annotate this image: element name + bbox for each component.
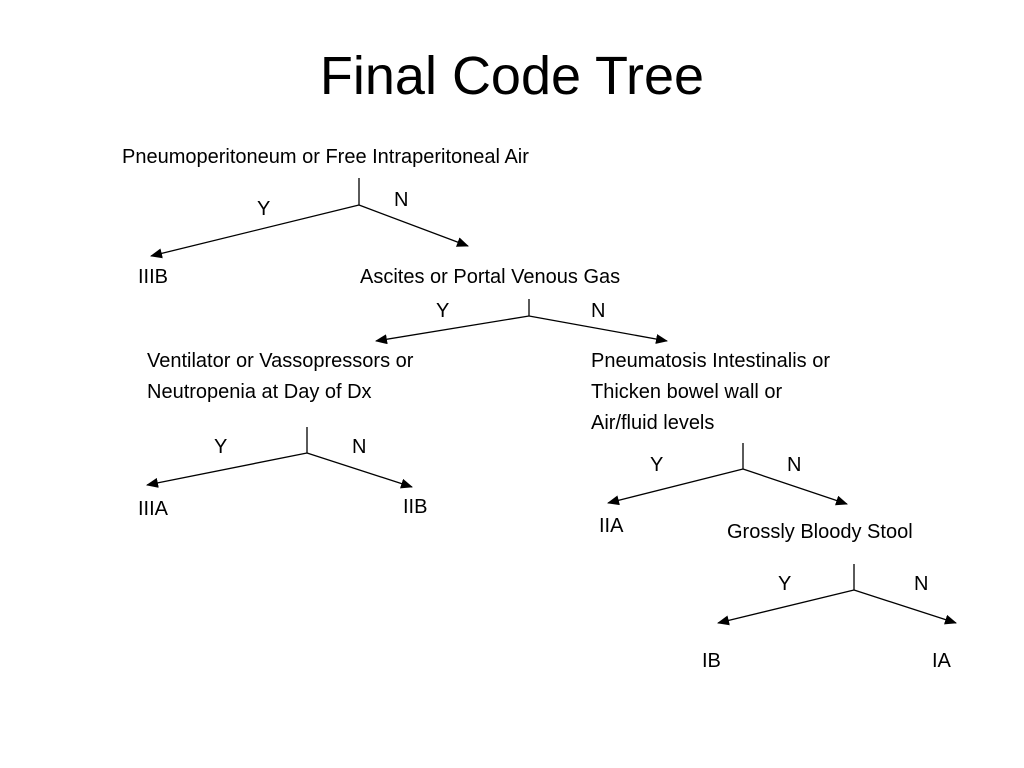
node-pneumatosis-line3: Air/fluid levels xyxy=(591,412,715,434)
branch-yes-label: Y xyxy=(650,454,664,476)
branch-no-arrow xyxy=(853,589,957,625)
branch-yes-arrow xyxy=(717,589,855,626)
node-iib: IIB xyxy=(403,496,428,518)
branch-no-arrow xyxy=(306,452,413,489)
node-ventilator: Ventilator or Vassopressors or Neutropen… xyxy=(147,346,413,408)
node-ventilator-line2: Neutropenia at Day of Dx xyxy=(147,381,372,403)
node-ia: IA xyxy=(932,650,951,672)
branch-no-label: N xyxy=(394,189,409,211)
node-pneumatosis-line1: Pneumatosis Intestinalis or xyxy=(591,350,831,372)
page-title: Final Code Tree xyxy=(319,46,705,106)
node-pneumatosis: Pneumatosis Intestinalis or Thicken bowe… xyxy=(591,346,830,439)
branch-no-label: N xyxy=(591,300,606,322)
node-root: Pneumoperitoneum or Free Intraperitoneal… xyxy=(122,146,529,168)
branch-yes-label: Y xyxy=(436,300,450,322)
node-ascites: Ascites or Portal Venous Gas xyxy=(360,266,621,288)
branch-yes-label: Y xyxy=(778,573,792,595)
node-iia: IIA xyxy=(599,515,624,537)
branch-yes-arrow xyxy=(146,452,308,488)
node-pneumatosis-line2: Thicken bowel wall or xyxy=(591,381,783,403)
branch-no-arrow xyxy=(528,315,668,344)
branch-no-arrow xyxy=(358,204,469,247)
branch-no-label: N xyxy=(352,436,367,458)
branch-yes-arrow xyxy=(607,468,744,506)
branch-yes-label: Y xyxy=(257,198,271,220)
node-iiib: IIIB xyxy=(138,266,169,288)
branch-no-label: N xyxy=(787,454,802,476)
node-ib: IB xyxy=(702,650,721,672)
node-bloody: Grossly Bloody Stool xyxy=(727,521,913,543)
node-ventilator-line1: Ventilator or Vassopressors or xyxy=(147,350,414,372)
node-iiia: IIIA xyxy=(138,498,169,520)
branch-yes-arrow xyxy=(150,204,360,259)
branch-yes-label: Y xyxy=(214,436,228,458)
branch-yes-arrow xyxy=(375,315,530,345)
branch-no-label: N xyxy=(914,573,929,595)
branch-no-arrow xyxy=(742,468,848,506)
